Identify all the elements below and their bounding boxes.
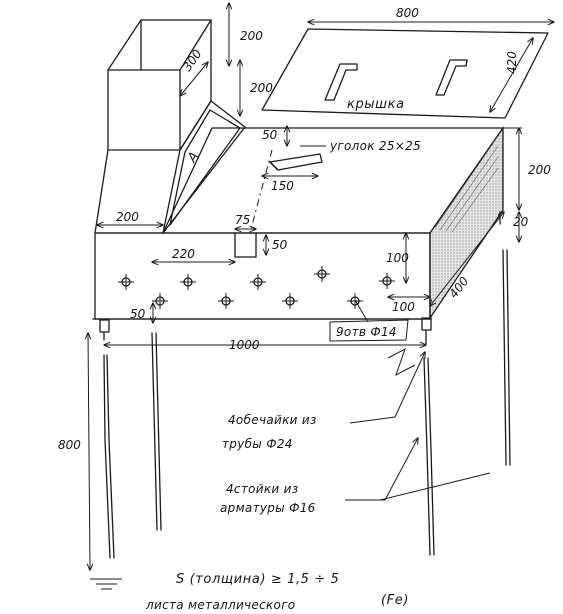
hole (282, 293, 298, 309)
slot-height-dim: 50 (272, 238, 288, 252)
thickness-label: S (толщина) ≥ 1,5 ÷ 5 (176, 572, 339, 587)
hopper-section-mark: A (184, 149, 202, 166)
hole (314, 266, 330, 282)
sheet-label: листа металлического (145, 598, 295, 612)
lid-width-dimension-line (490, 38, 533, 112)
hole (152, 293, 168, 309)
hole (118, 274, 134, 290)
material-label: (Fe) (381, 593, 409, 608)
hole (250, 274, 266, 290)
lid-label: крышка (347, 97, 405, 112)
sleeves-label-line2: трубы Ф24 (222, 437, 293, 451)
holes-label: 9отв Ф14 (336, 325, 397, 339)
lug-length-dim: 150 (271, 179, 294, 193)
leg-height-dim: 800 (58, 438, 81, 452)
hole (379, 273, 395, 289)
lug-offset-dim: 50 (262, 128, 278, 142)
hopper-height-dim: 200 (240, 29, 263, 43)
slot-width-dim: 75 (235, 213, 250, 227)
hopper-base-dim: 200 (116, 210, 139, 224)
lid-length-dim: 800 (396, 6, 419, 20)
slot-position-dim: 220 (172, 247, 195, 261)
hopper-width-dimension-line (180, 62, 208, 96)
body (92, 125, 504, 321)
legs (90, 211, 511, 590)
holes (118, 266, 395, 309)
hole (180, 274, 196, 290)
body-height-dim: 200 (528, 163, 551, 177)
lid-handle-left (324, 63, 358, 101)
hopper-drop-dim: 200 (250, 81, 273, 95)
body-depth-dimension-line (430, 212, 504, 306)
angle-label: уголок 25×25 (329, 139, 421, 153)
legs-label-line2: арматуры Ф16 (220, 501, 316, 515)
lid-handle-right (435, 59, 468, 96)
hole (347, 293, 363, 309)
hole-row-dim: 100 (386, 251, 409, 265)
hole-edge-dim: 100 (392, 300, 415, 314)
hole (218, 293, 234, 309)
leg-offset-dim: 20 (513, 215, 529, 229)
body-length-dim: 1000 (229, 338, 260, 352)
hopper: A (94, 19, 246, 234)
sleeves-label-line1: 4обечайки из (228, 413, 317, 427)
bottom-offset-dim: 50 (130, 307, 146, 321)
leg-height-dimension-line (88, 333, 90, 570)
lid (261, 28, 549, 119)
legs-label-line1: 4стойки из (226, 482, 298, 496)
lid-width-dim: 420 (505, 51, 519, 74)
